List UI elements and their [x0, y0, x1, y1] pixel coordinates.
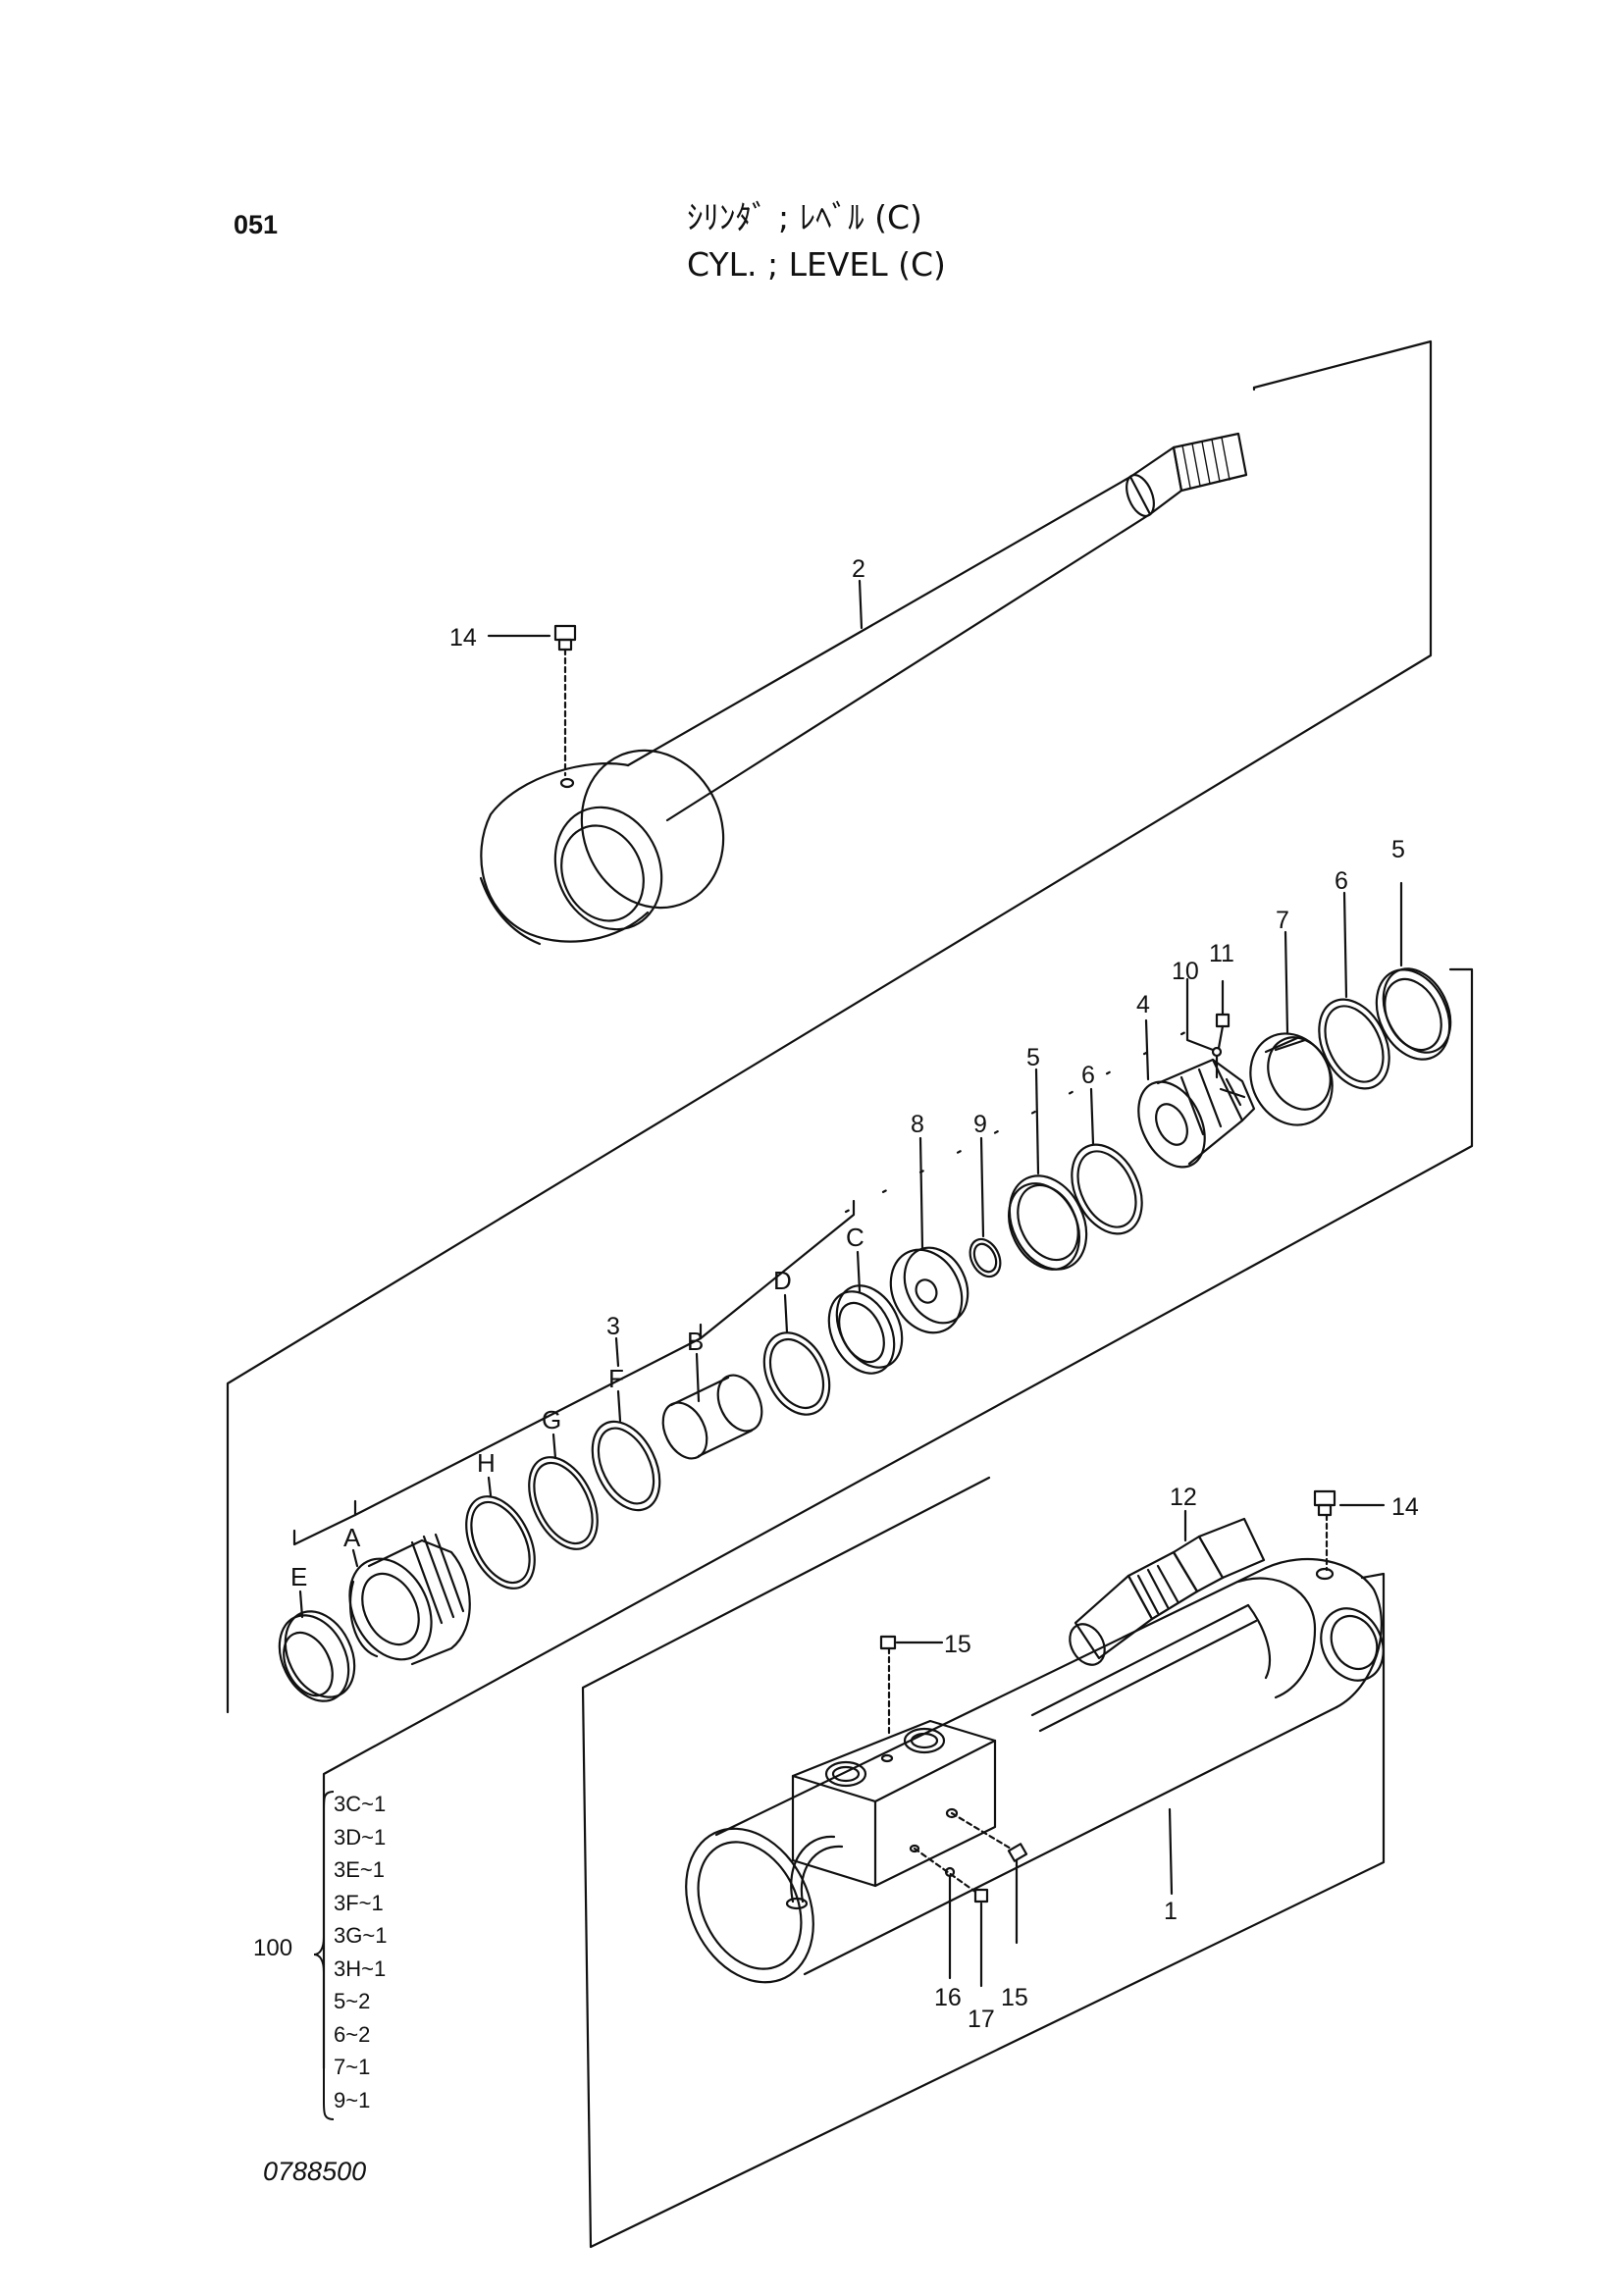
page-number: 051	[234, 210, 279, 239]
valve-block	[785, 1719, 997, 1910]
part-12-check-valve	[1069, 1517, 1266, 1666]
callout-11: 11	[1209, 940, 1234, 967]
part-B-bushing	[661, 1374, 763, 1460]
rod-group-border	[226, 339, 1433, 1714]
part-H-ring	[465, 1495, 536, 1590]
callout-10: 10	[1172, 958, 1199, 985]
callout-6-right: 6	[1335, 867, 1348, 895]
part-A-cylinder-head	[348, 1533, 471, 1666]
part-4-piston	[1137, 1058, 1256, 1169]
part-15-plug-top	[879, 1635, 944, 1735]
grease-fitting-top	[553, 624, 577, 777]
kit-item: 3G~1	[334, 1923, 388, 1948]
callout-3: 3	[606, 1313, 620, 1340]
kit-item: 3E~1	[334, 1857, 385, 1882]
catalog-number: 0788500	[263, 2157, 367, 2186]
callout-2: 2	[852, 555, 865, 583]
callout-A: A	[343, 1523, 361, 1552]
part-15-plug-side	[950, 1811, 1028, 1945]
callout-1: 1	[1164, 1898, 1178, 1925]
part-F-ring	[591, 1420, 661, 1512]
callout-16: 16	[934, 1984, 962, 2011]
title-japanese: ｼﾘﾝﾀﾞ ; ﾚﾍﾞﾙ (C)	[687, 198, 922, 236]
callout-17: 17	[968, 2006, 995, 2033]
callout-B: B	[687, 1327, 704, 1356]
kit-items-list: 3C~1 3D~1 3E~1 3F~1 3G~1 3H~1 5~2 6~2 7~…	[334, 1788, 387, 2116]
part-8-washer	[889, 1246, 969, 1334]
kit-item: 3H~1	[334, 1955, 387, 1981]
cylinder-tube	[685, 1557, 1385, 1984]
part-11-set-screw	[1185, 977, 1231, 1079]
part-9-ring	[969, 1237, 1002, 1278]
kit-number: 100	[253, 1935, 293, 1961]
kit-item: 7~1	[334, 2055, 371, 2079]
part-D-ring	[762, 1331, 831, 1416]
title-english: CYL. ; LEVEL (C)	[687, 245, 946, 284]
part-6-ring-right	[1318, 998, 1390, 1090]
part-5-seal-mid	[1008, 1174, 1088, 1271]
kit-item: 3D~1	[334, 1824, 387, 1850]
tube-group-border	[581, 1476, 1386, 2249]
callout-5-mid: 5	[1026, 1044, 1040, 1071]
callout-5-right: 5	[1391, 836, 1405, 863]
part-7-wear-ring	[1249, 1032, 1334, 1126]
part-6-ring-mid	[1071, 1143, 1143, 1235]
callout-8: 8	[911, 1111, 924, 1138]
kit-item: 3F~1	[334, 1890, 384, 1915]
title-block: ｼﾘﾝﾀﾞ ; ﾚﾍﾞﾙ (C) CYL. ; LEVEL (C)	[687, 194, 1099, 288]
callout-4: 4	[1136, 991, 1150, 1018]
callout-14-right: 14	[1391, 1493, 1419, 1521]
callout-9: 9	[973, 1111, 987, 1138]
callout-15-side: 15	[1001, 1984, 1028, 2011]
callout-F: F	[608, 1364, 624, 1393]
callout-6-mid: 6	[1081, 1062, 1095, 1089]
part-C-seal	[827, 1284, 904, 1375]
kit-brace	[313, 1791, 335, 2120]
callout-14-top: 14	[449, 624, 477, 652]
kit-item: 9~1	[334, 2087, 371, 2112]
kit-item: 3C~1	[334, 1792, 387, 1816]
part-5-seal-right	[1375, 967, 1452, 1061]
callout-15-top: 15	[944, 1631, 971, 1658]
callout-H: H	[477, 1448, 496, 1478]
grease-fitting-right	[1313, 1489, 1386, 1572]
callout-C: C	[846, 1223, 864, 1252]
kit-item: 6~2	[334, 2021, 371, 2047]
callout-7: 7	[1276, 907, 1289, 934]
part-G-ring	[528, 1456, 599, 1550]
callout-12: 12	[1170, 1484, 1197, 1511]
callout-G: G	[542, 1405, 561, 1434]
kit-item: 5~2	[334, 1989, 371, 2013]
callout-E: E	[290, 1562, 307, 1591]
part-E-dust-seal	[278, 1610, 356, 1702]
part-16-17	[913, 1847, 989, 1988]
piston-rod	[479, 432, 1248, 946]
callout-D: D	[773, 1266, 792, 1295]
